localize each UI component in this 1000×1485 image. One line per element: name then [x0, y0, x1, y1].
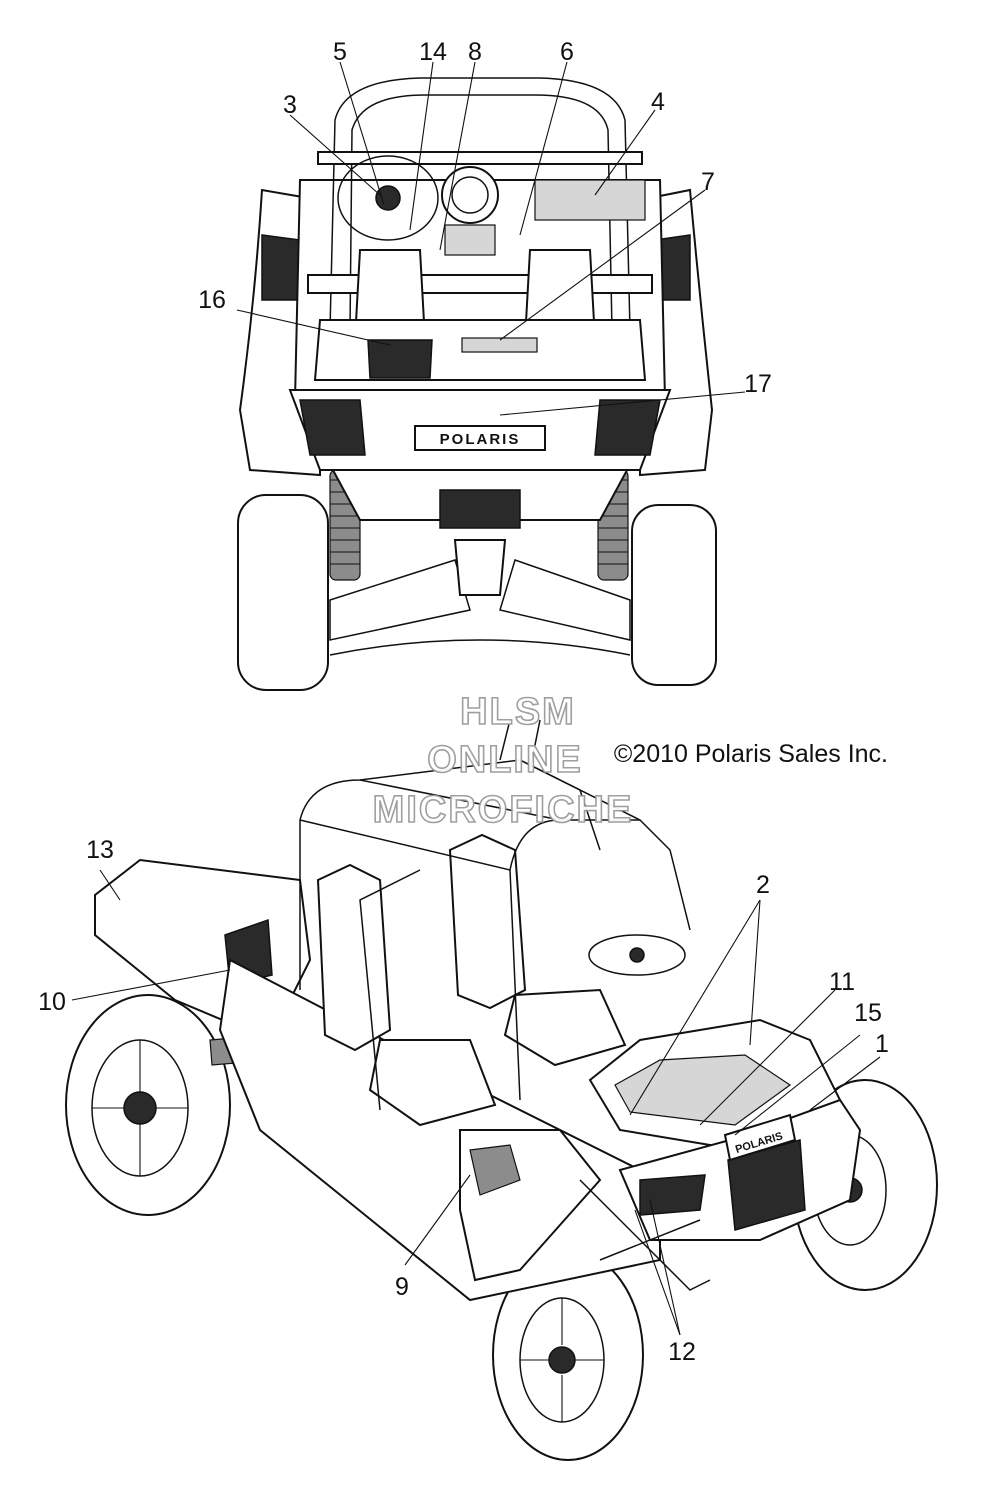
callout-13: 13 — [86, 836, 114, 864]
callout-17: 17 — [744, 370, 772, 398]
callout-9: 9 — [395, 1273, 409, 1301]
callout-3: 3 — [283, 91, 297, 119]
callout-15: 15 — [854, 999, 882, 1027]
hood-decal-16 — [367, 339, 433, 379]
callout-12: 12 — [668, 1338, 696, 1366]
front-left-tire — [237, 494, 329, 691]
dash-panel — [534, 179, 646, 221]
callout-labels: 5 14 8 6 3 4 7 16 17 13 10 2 11 15 1 9 1… — [38, 38, 889, 1366]
front-badge-plate — [414, 425, 546, 451]
side-decal-9 — [469, 1144, 521, 1196]
callout-10: 10 — [38, 988, 66, 1016]
callout-16: 16 — [198, 286, 226, 314]
watermark: HLSM ONLINE MICROFICHE — [372, 690, 634, 832]
front-right-tire — [631, 504, 717, 686]
callout-6: 6 — [560, 38, 574, 66]
iso-view-illustration: POLARIS — [65, 719, 938, 1461]
iso-steering-wheel — [588, 934, 686, 976]
steering-wheel — [337, 155, 439, 241]
callout-8: 8 — [468, 38, 482, 66]
watermark-line2: ONLINE — [427, 739, 583, 781]
front-grille — [439, 489, 521, 529]
callout-1: 1 — [875, 1030, 889, 1058]
callout-5: 5 — [333, 38, 347, 66]
callout-2: 2 — [756, 871, 770, 899]
iso-headlight — [639, 1174, 706, 1216]
hood-label-7 — [461, 337, 538, 353]
copyright-notice: ©2010 Polaris Sales Inc. — [614, 740, 888, 768]
callout-14: 14 — [419, 38, 447, 66]
watermark-line3: MICROFICHE — [373, 789, 634, 831]
watermark-line1: HLSM — [460, 691, 576, 733]
callout-7: 7 — [701, 168, 715, 196]
leader-lines — [71, 61, 881, 1336]
callout-11: 11 — [829, 968, 855, 996]
callout-4: 4 — [651, 88, 665, 116]
front-badge-text: POLARIS — [440, 431, 521, 448]
front-view-illustration: POLARIS — [237, 77, 717, 691]
